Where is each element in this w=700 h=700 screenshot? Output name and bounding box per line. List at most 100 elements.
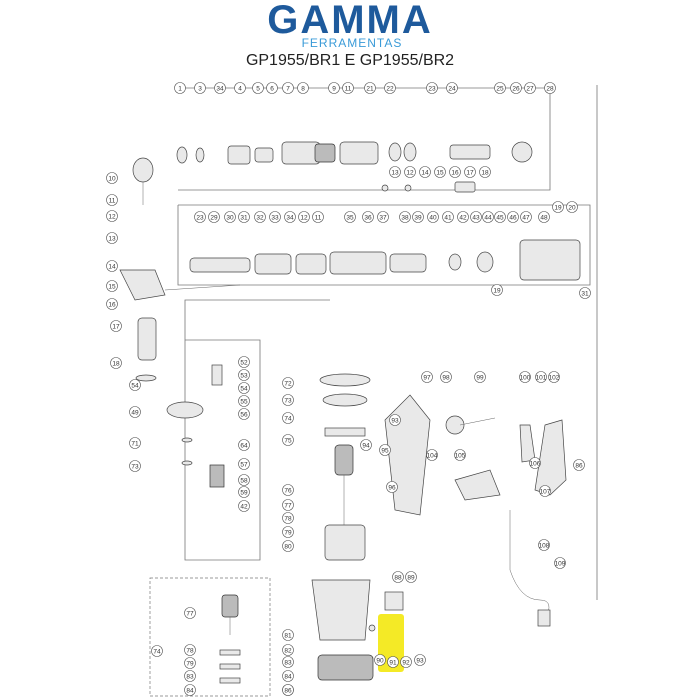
- part-callout-center-column-42: 42: [238, 500, 250, 512]
- callout-number: 102: [549, 374, 560, 381]
- callout-circle: [434, 166, 446, 178]
- part-callout-right-group-109: 109: [554, 557, 566, 569]
- callout-number: 72: [284, 380, 292, 387]
- callout-number: 109: [555, 560, 566, 567]
- callout-number: 81: [284, 632, 292, 639]
- callout-number: 18: [481, 169, 489, 176]
- mid-assembly-frame: [177, 204, 591, 286]
- callout-circle: [457, 211, 469, 223]
- part-callout-top-row-26: 26: [510, 82, 522, 94]
- callout-circle: [238, 474, 250, 486]
- part-callout-top-row-7: 7: [282, 82, 294, 94]
- callout-number: 82: [284, 647, 292, 654]
- callout-circle: [282, 656, 294, 668]
- callout-number: 76: [284, 487, 292, 494]
- callout-number: 90: [376, 657, 384, 664]
- callout-circle: [470, 211, 482, 223]
- part-callout-right-group-107: 107: [539, 485, 551, 497]
- callout-number: 106: [530, 460, 541, 467]
- part-callout-bottom-right-93: 93: [414, 654, 426, 666]
- callout-number: 108: [539, 542, 550, 549]
- part-callout-motor-82: 82: [282, 644, 294, 656]
- callout-number: 11: [109, 197, 116, 204]
- callout-circle: [282, 377, 294, 389]
- callout-number: 56: [240, 411, 248, 418]
- callout-circle: [252, 82, 264, 94]
- callout-circle: [238, 408, 250, 420]
- callout-circle: [194, 211, 206, 223]
- callout-circle: [554, 557, 566, 569]
- callout-number: 39: [414, 214, 422, 221]
- callout-circle: [374, 654, 386, 666]
- callout-circle: [106, 194, 118, 206]
- callout-circle: [328, 82, 340, 94]
- part-callout-left-column-10: 10: [106, 172, 118, 184]
- part-callout-mid-row-11: 11: [312, 211, 324, 223]
- callout-circle: [106, 260, 118, 272]
- part-callout-misc-31: 31: [579, 287, 591, 299]
- callout-circle: [419, 166, 431, 178]
- callout-number: 15: [436, 169, 444, 176]
- part-callout-motor-72: 72: [282, 377, 294, 389]
- part-callout-left-lower-54: 54: [129, 379, 141, 391]
- callout-number: 91: [389, 659, 397, 666]
- part-callout-mid-row-39: 39: [412, 211, 424, 223]
- callout-number: 99: [476, 374, 484, 381]
- part-callout-mid-row-44: 44: [482, 211, 494, 223]
- callout-number: 78: [284, 515, 292, 522]
- callout-circle: [254, 211, 266, 223]
- callout-circle: [464, 166, 476, 178]
- callout-circle: [426, 449, 438, 461]
- part-callout-right-group-101: 101: [535, 371, 547, 383]
- callout-number: 14: [108, 263, 116, 270]
- callout-number: 93: [416, 657, 424, 664]
- part-callout-top-row-28: 28: [544, 82, 556, 94]
- callout-circle: [507, 211, 519, 223]
- part-callout-mid-row-47: 47: [520, 211, 532, 223]
- callout-circle: [238, 458, 250, 470]
- callout-circle: [529, 457, 541, 469]
- callout-circle: [573, 459, 585, 471]
- callout-circle: [538, 539, 550, 551]
- callout-circle: [269, 211, 281, 223]
- callout-number: 40: [429, 214, 437, 221]
- callout-circle: [404, 166, 416, 178]
- callout-circle: [184, 607, 196, 619]
- callout-number: 23: [196, 214, 204, 221]
- callout-number: 92: [402, 659, 410, 666]
- part-callout-mid-row-12: 12: [298, 211, 310, 223]
- callout-circle: [449, 166, 461, 178]
- callout-circle: [194, 82, 206, 94]
- part-callout-inset-83: 83: [184, 670, 196, 682]
- callout-circle: [421, 371, 433, 383]
- callout-circle: [298, 211, 310, 223]
- callout-circle: [282, 412, 294, 424]
- part-callout-left-column-11: 11: [106, 194, 118, 206]
- callout-number: 46: [509, 214, 517, 221]
- part-callout-misc-16: 16: [449, 166, 461, 178]
- callout-number: 38: [401, 214, 409, 221]
- part-callout-top-row-4: 4: [234, 82, 246, 94]
- callout-circle: [384, 82, 396, 94]
- callout-number: 9: [332, 85, 336, 92]
- callout-number: 88: [394, 574, 402, 581]
- callout-circle: [282, 670, 294, 682]
- part-callout-bottom-right-88: 88: [392, 571, 404, 583]
- callout-circle: [344, 211, 356, 223]
- callout-number: 104: [427, 452, 438, 459]
- callout-number: 12: [406, 169, 414, 176]
- part-callout-top-row-21: 21: [364, 82, 376, 94]
- callout-circle: [106, 298, 118, 310]
- callout-circle: [524, 82, 536, 94]
- callout-circle: [414, 654, 426, 666]
- callout-circle: [539, 485, 551, 497]
- callout-circle: [282, 629, 294, 641]
- part-callout-top-row-8: 8: [297, 82, 309, 94]
- callout-number: 1: [178, 85, 182, 92]
- brand-subtitle: FERRAMENTAS: [301, 36, 403, 50]
- part-callout-right-group-98: 98: [440, 371, 452, 383]
- part-callout-mid-row-41: 41: [442, 211, 454, 223]
- part-callout-right-group-93: 93: [389, 414, 401, 426]
- callout-circle: [106, 232, 118, 244]
- callout-circle: [389, 414, 401, 426]
